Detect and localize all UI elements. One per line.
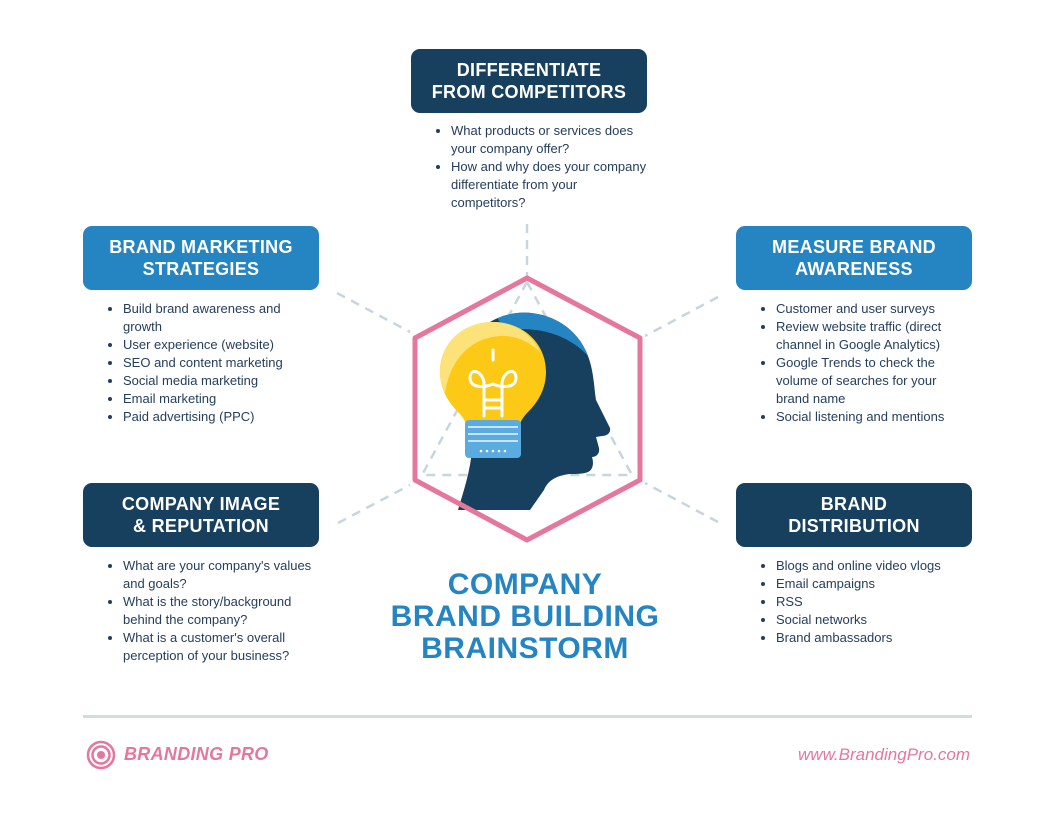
measure-box: MEASURE BRAND AWARENESS [736,226,972,290]
list-item: Social media marketing [107,372,322,390]
distribution-title-line2: DISTRIBUTION [788,516,920,536]
head-highlight [498,312,588,356]
list-item: Google Trends to check the volume of sea… [760,354,972,408]
differentiate-list: What products or services does your comp… [435,122,650,212]
marketing-title-line2: STRATEGIES [142,259,260,279]
distribution-list: Blogs and online video vlogs Email campa… [760,557,972,647]
list-item: Review website traffic (direct channel i… [760,318,972,354]
lightbulb-icon [440,322,546,458]
measure-title-line1: MEASURE BRAND [772,237,936,257]
image-box: COMPANY IMAGE & REPUTATION [83,483,319,547]
hexagon-frame [412,275,643,543]
brand-url-link[interactable]: www.BrandingPro.com [798,745,970,764]
list-item: Brand ambassadors [760,629,972,647]
list-item: Social networks [760,611,972,629]
list-item: Email marketing [107,390,322,408]
marketing-title-line1: BRAND MARKETING [109,237,293,257]
brand-name: BRANDING PRO [124,744,269,764]
marketing-list: Build brand awareness and growth User ex… [107,300,322,426]
footer-divider [83,715,972,718]
list-item: Social listening and mentions [760,408,972,426]
list-item: Customer and user surveys [760,300,972,318]
list-item: SEO and content marketing [107,354,322,372]
distribution-title-line1: BRAND [820,494,888,514]
measure-list: Customer and user surveys Review website… [760,300,972,426]
list-item: Paid advertising (PPC) [107,408,322,426]
distribution-box: BRAND DISTRIBUTION [736,483,972,547]
list-item: What is the story/background behind the … [107,593,317,629]
list-item: What products or services does your comp… [435,122,650,158]
list-item: What is a customer's overall perception … [107,629,317,665]
differentiate-title-line2: FROM COMPETITORS [431,82,627,102]
measure-title-line2: AWARENESS [795,259,913,279]
image-title-line1: COMPANY IMAGE [121,494,281,514]
image-list: What are your company's values and goals… [107,557,317,665]
list-item: How and why does your company differenti… [435,158,650,212]
list-item: RSS [760,593,972,611]
list-item: Build brand awareness and growth [107,300,322,336]
list-item: What are your company's values and goals… [107,557,317,593]
list-item: Email campaigns [760,575,972,593]
image-title-line2: & REPUTATION [133,516,269,536]
list-item: Blogs and online video vlogs [760,557,972,575]
target-logo-icon [86,740,116,770]
differentiate-box: DIFFERENTIATE FROM COMPETITORS [411,49,647,113]
title-line2: BRAND BUILDING [390,600,660,633]
marketing-box: BRAND MARKETING STRATEGIES [83,226,319,290]
title-line3: BRAINSTORM [421,632,629,665]
page-title: COMPANY BRAND BUILDING BRAINSTORM [370,569,680,665]
title-line1: COMPANY [447,568,603,601]
differentiate-title-line1: DIFFERENTIATE [456,60,602,80]
list-item: User experience (website) [107,336,322,354]
